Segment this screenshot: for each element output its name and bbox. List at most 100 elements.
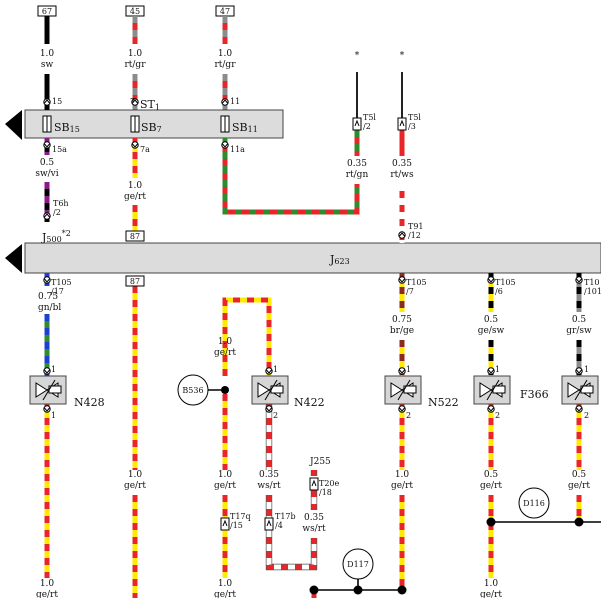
- control-unit-bar-j623: [24, 242, 601, 274]
- wire-67-code: sw: [41, 60, 54, 70]
- wire-n422-out-size: 0.35: [259, 470, 279, 480]
- junction-dot-2: [397, 585, 407, 595]
- terminal-47-label: 47: [220, 7, 230, 16]
- pin-fuse-7-out: [131, 141, 139, 149]
- wire-7a-size: 1.0: [128, 181, 143, 191]
- ground-d116: D116: [518, 487, 550, 519]
- star-note-1: *: [355, 51, 360, 61]
- wire-f366-in-code: ge/sw: [478, 326, 505, 336]
- connector-t17q: T17q /15: [220, 512, 251, 531]
- connector-t5l-2-pin: /2: [363, 122, 371, 131]
- wire-right-out-size: 0.5: [572, 470, 587, 480]
- wire-45-code: rt/gr: [124, 60, 146, 70]
- valve-n422: [251, 375, 289, 405]
- wire-n522-out-size: 1.0: [395, 470, 410, 480]
- pin-t10-101: [575, 276, 583, 284]
- connector-t17q-pin: /15: [230, 521, 243, 530]
- pin-t105-7: [398, 276, 406, 284]
- fuse-sb11-label: SB11: [232, 121, 258, 134]
- connector-t91-name: T91: [408, 222, 424, 231]
- fuse-sb15-label: SB15: [54, 121, 80, 134]
- wire-t17q-bottom-size: 1.0: [218, 579, 233, 589]
- connector-t6h-name: T6h: [53, 199, 69, 208]
- fuse-sb11-out-pin: 11a: [230, 145, 245, 154]
- fuse-bar: [24, 109, 284, 139]
- wire-67-size: 1.0: [40, 49, 55, 59]
- n522-pin-out: 2: [406, 411, 411, 420]
- connector-t10-101-pin: /101: [584, 287, 601, 296]
- fuse-sb15: SB15: [42, 115, 80, 134]
- wire-47-size: 1.0: [218, 49, 233, 59]
- terminal-87-bottom: 87: [125, 275, 145, 287]
- fuse-sb11-in-pin: 11: [230, 97, 240, 106]
- left-arrow-mid-icon: [5, 244, 22, 273]
- wire-f366-bottom-code: ge/rt: [480, 590, 502, 598]
- wire-t5l3-code: rt/ws: [390, 170, 414, 180]
- component-n428-name: N428: [74, 396, 105, 409]
- wire-7a-code: ge/rt: [124, 192, 146, 202]
- wire-n428-bottom-size: 1.0: [40, 579, 55, 589]
- wire-n522-out-code: ge/rt: [391, 481, 413, 491]
- left-arrow-top-icon: [5, 110, 22, 140]
- pin-t105-17: [43, 276, 51, 284]
- wire-n422-out-b: [265, 495, 318, 571]
- connector-t17q-name: T17q: [230, 512, 251, 521]
- connector-t105-6-pin: /6: [495, 287, 503, 296]
- wires-layer: [43, 16, 583, 598]
- valve-n522: [384, 375, 422, 405]
- wire-t17q-bottom-code: ge/rt: [214, 590, 236, 598]
- junction-dot-4: [574, 517, 584, 527]
- valve-right-pin-bottom: [575, 405, 583, 413]
- wire-87-low-code: ge/rt: [124, 481, 146, 491]
- fuse-sb7-in-pin: 7: [130, 97, 135, 106]
- junction-dot-3: [486, 517, 496, 527]
- valve-f366-pin-top: [487, 367, 495, 375]
- fuse-sb15-out-pin: 15a: [52, 145, 67, 154]
- connector-t20e-name: T20e: [319, 479, 340, 488]
- valve-n522-pin-top: [398, 367, 406, 375]
- wire-right-in-size: 0.5: [572, 315, 587, 325]
- wire-b536-low-code: ge/rt: [214, 481, 236, 491]
- terminal-87-bottom-label: 87: [130, 277, 140, 286]
- pin-t91: [398, 231, 406, 239]
- valve-n422-pin-bottom: [265, 405, 273, 413]
- connector-t5l-3: T5l /3: [397, 113, 421, 131]
- wire-n428-bottom-code: ge/rt: [36, 590, 58, 598]
- connector-t6h-pin: /2: [53, 208, 61, 217]
- pin-fuse-15-in: [43, 98, 51, 106]
- pin-fuse-11-out: [221, 141, 229, 149]
- wire-11a-loop: [222, 138, 360, 215]
- connector-t5l-2: T5l /2: [352, 113, 376, 131]
- wire-n422-out-code: ws/rt: [257, 481, 281, 491]
- wire-t20e-code: ws/rt: [302, 524, 326, 534]
- connector-t20e: T20e /18: [309, 477, 340, 497]
- fuse-sb11: SB11: [220, 115, 258, 134]
- wire-b536-low-size: 1.0: [218, 470, 233, 480]
- terminal-87-top: 87: [125, 230, 145, 242]
- ground-b536: B536: [177, 374, 229, 406]
- n428-pin-out: 1: [51, 411, 56, 420]
- fuse-sb15-in-pin: 15: [52, 97, 62, 106]
- pin-t105-6: [487, 276, 495, 284]
- wire-t5l2-size: 0.35: [347, 159, 367, 169]
- wire-n428-in-code: gn/bl: [38, 303, 61, 313]
- st1-label: ST1: [140, 98, 160, 112]
- connector-t91-pin: /12: [408, 231, 421, 240]
- ground-d117-label: D117: [347, 560, 369, 569]
- terminal-47: 47: [215, 5, 235, 17]
- pin-fuse-15-out: [43, 141, 51, 149]
- terminal-45: 45: [125, 5, 145, 17]
- fuse-sb7: SB7: [130, 115, 162, 134]
- connector-t10-101-name: T10: [584, 278, 600, 287]
- wire-b536-loop: [222, 297, 272, 376]
- n428-pin-in: 1: [51, 365, 56, 374]
- wire-15a-code: sw/vi: [35, 169, 58, 179]
- valve-n428-pin-top: [43, 367, 51, 375]
- star-note-2: *: [400, 51, 405, 61]
- valve-right: [561, 375, 599, 405]
- wire-47-code: rt/gr: [214, 60, 236, 70]
- wire-n522-in-code: br/ge: [390, 326, 414, 336]
- connector-t5l-3-pin: /3: [408, 122, 416, 131]
- wire-n522-in-size: 0.75: [392, 315, 412, 325]
